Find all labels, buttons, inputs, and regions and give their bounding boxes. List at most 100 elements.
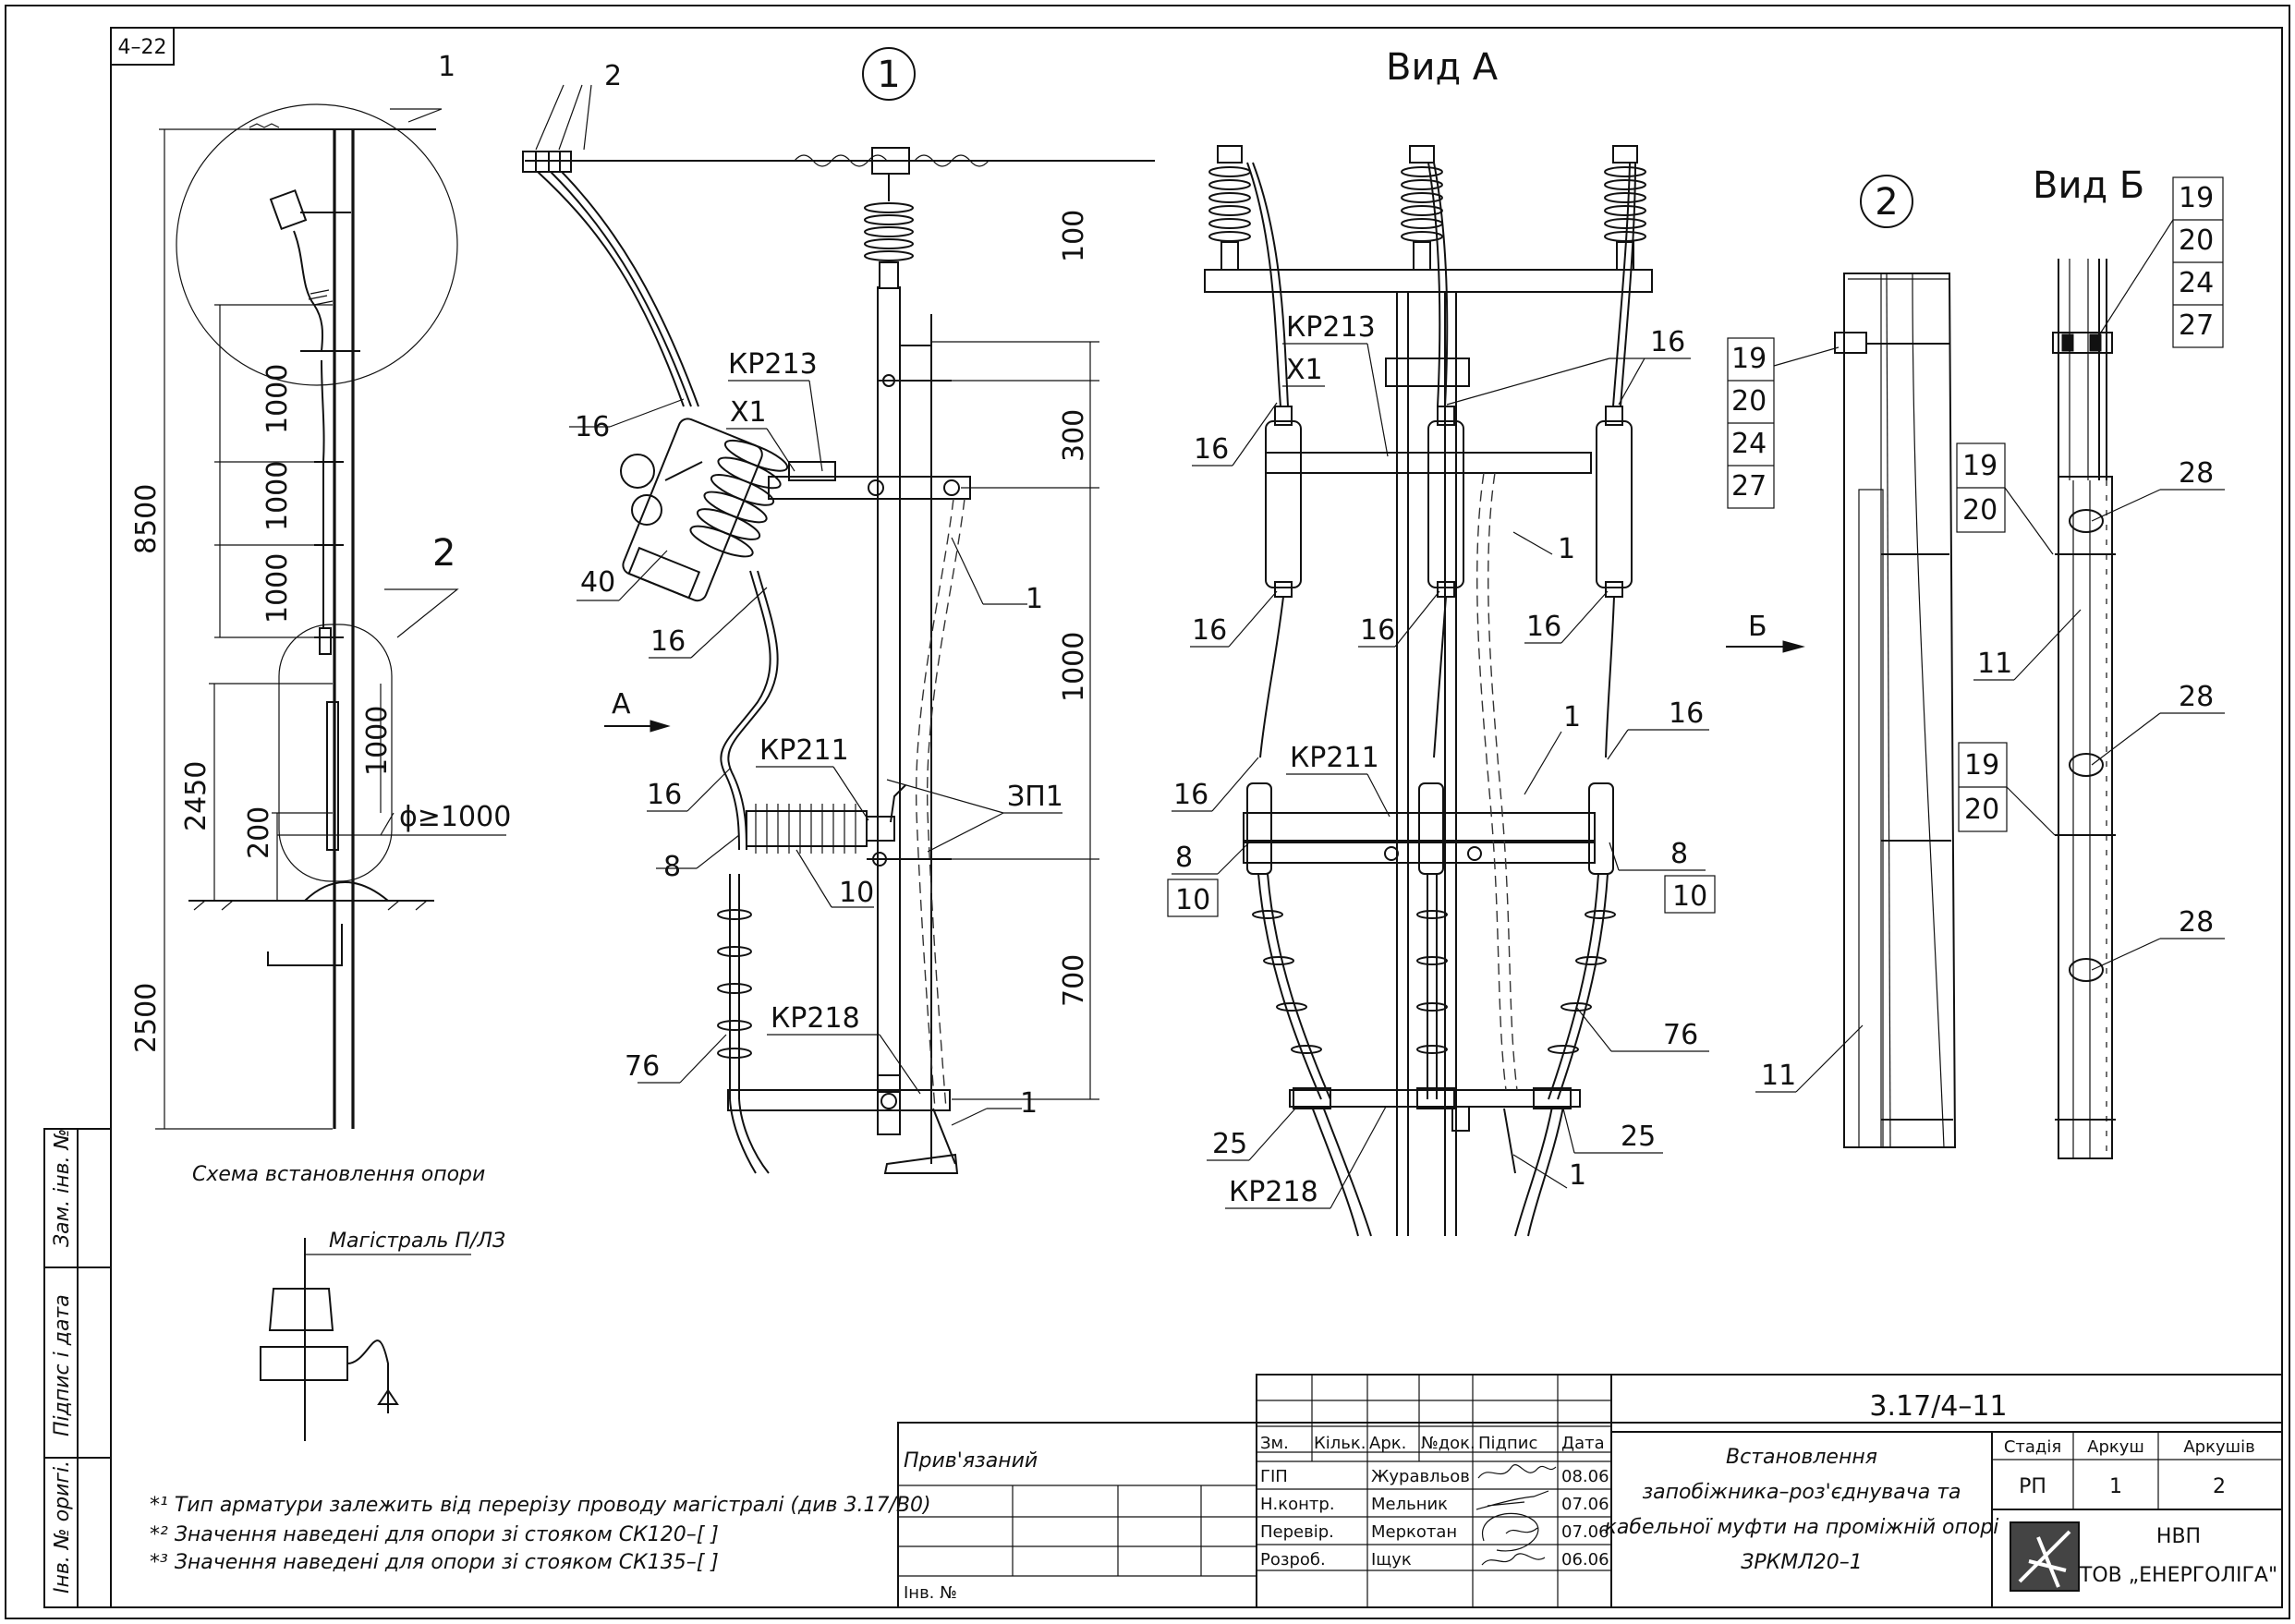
tb-date-2: 07.06 xyxy=(1561,1522,1609,1542)
title-block: Прив'язаний Інв. № Зм. Кільк. Арк. №док.… xyxy=(897,1374,2283,1608)
tb-date-3: 06.06 xyxy=(1561,1550,1609,1569)
tb-title-2: кабельної муфти на проміжній опорі xyxy=(1605,1516,1999,1539)
vb-callout-20-bot: 20 xyxy=(1964,794,1999,826)
company-logo xyxy=(2010,1521,2080,1592)
note-1: *¹ Тип арматури залежить від перерізу пр… xyxy=(150,1494,931,1517)
tb-h-data: Дата xyxy=(1561,1434,1605,1453)
tb-role-0: ГІП xyxy=(1260,1467,1288,1486)
va-callout-76: 76 xyxy=(1663,1019,1698,1051)
vb-callout-20-mid: 20 xyxy=(1962,494,1998,527)
va-callout-10-right: 10 xyxy=(1672,880,1707,913)
d1-dim-700: 700 xyxy=(1058,954,1090,1007)
d1-callout-8: 8 xyxy=(663,851,681,883)
va-kp218: КР218 xyxy=(1229,1176,1318,1208)
d1-kp211: КР211 xyxy=(759,734,849,767)
signature-2 xyxy=(1481,1512,1539,1552)
scheme-dim-200: 200 xyxy=(243,806,275,859)
va-callout-16-c: 16 xyxy=(1192,614,1227,647)
d1-callout-2: 2 xyxy=(604,60,622,92)
view-b: Вид Б 19 20 24 27 19 20 xyxy=(1956,164,2225,1159)
stamp-inv-orig: Інв. № оригі. xyxy=(51,1460,74,1594)
side-stamps: Зам. інв. № Підпис і дата Інв. № оригі. xyxy=(43,1128,112,1608)
tb-name-2: Меркотан xyxy=(1371,1522,1457,1542)
d1-dim-100: 100 xyxy=(1058,210,1090,262)
scheme-dim-8500: 8500 xyxy=(130,484,163,554)
tb-h-zm: Зм. xyxy=(1260,1434,1289,1453)
tb-sheet: 1 xyxy=(2109,1475,2122,1498)
tb-sheet-label: Аркуш xyxy=(2087,1437,2144,1457)
tb-h-pidpys: Підпис xyxy=(1478,1434,1537,1453)
tb-h-kilk: Кільк. xyxy=(1314,1434,1366,1453)
signature-3 xyxy=(1481,1553,1546,1566)
va-callout-25-right: 25 xyxy=(1621,1121,1656,1153)
va-callout-1-a: 1 xyxy=(1558,533,1575,565)
detail-2: 2 19 20 24 27 11 Б xyxy=(1726,175,1957,1148)
d1-callout-16a: 16 xyxy=(575,411,610,443)
vb-callout-28-b: 28 xyxy=(2179,681,2214,713)
vb-callout-28-c: 28 xyxy=(2179,906,2214,939)
scheme-dim-1000-b: 1000 xyxy=(261,461,294,531)
tb-stage: РП xyxy=(2019,1475,2046,1498)
view-a-title: Вид А xyxy=(1386,46,1499,89)
tb-org2: ТОВ „ЕНЕРГОЛІГА" xyxy=(2079,1564,2277,1587)
va-callout-16-e: 16 xyxy=(1526,611,1561,643)
va-callout-8-left: 8 xyxy=(1175,842,1193,874)
scheme-dim-1000-a: 1000 xyxy=(261,364,294,434)
tb-role-2: Перевір. xyxy=(1260,1522,1334,1542)
scheme-dim-2500: 2500 xyxy=(130,983,163,1053)
tb-name-3: Іщук xyxy=(1371,1550,1412,1569)
va-callout-1-c: 1 xyxy=(1569,1159,1586,1192)
va-callout-16-d: 16 xyxy=(1360,614,1395,647)
d1-x1: Х1 xyxy=(730,396,767,429)
vb-callout-20-top: 20 xyxy=(2179,224,2214,257)
tb-name-0: Журавльов xyxy=(1371,1467,1470,1486)
d1-kp218: КР218 xyxy=(771,1002,860,1035)
notes: *¹ Тип арматури залежить від перерізу пр… xyxy=(150,1494,931,1574)
detail2-number: 2 xyxy=(1875,181,1898,224)
d1-kp213: КР213 xyxy=(728,348,818,381)
d1-callout-76: 76 xyxy=(625,1050,660,1083)
view-a: Вид А xyxy=(1167,46,1716,1237)
scheme-phi: ϕ≥1000 xyxy=(399,801,511,833)
vb-callout-28-a: 28 xyxy=(2179,457,2214,490)
signature-1 xyxy=(1475,1490,1549,1510)
tb-doc-code: 3.17/4–11 xyxy=(1869,1390,2007,1423)
d1-callout-1b: 1 xyxy=(1020,1087,1038,1120)
va-kp211: КР211 xyxy=(1290,742,1379,774)
d1-callout-16b: 16 xyxy=(650,625,686,658)
d1-callout-1a: 1 xyxy=(1026,583,1043,615)
view-b-arrow: Б xyxy=(1748,611,1767,643)
tb-inv-no: Інв. № xyxy=(904,1583,957,1603)
vb-callout-27-top: 27 xyxy=(2179,309,2214,342)
vb-callout-19-top: 19 xyxy=(2179,182,2214,214)
stamp-pidpys: Підпис і дата xyxy=(51,1294,74,1436)
tb-stage-label: Стадія xyxy=(2004,1437,2061,1457)
vb-callout-11: 11 xyxy=(1977,648,2012,680)
d1-callout-10: 10 xyxy=(839,877,874,909)
d1-zp1: ЗП1 xyxy=(1007,781,1063,813)
va-callout-16-g: 16 xyxy=(1669,697,1704,730)
vb-callout-24-top: 24 xyxy=(2179,267,2214,299)
tb-role-1: Н.контр. xyxy=(1260,1495,1335,1514)
va-callout-8-right: 8 xyxy=(1670,838,1688,870)
detail-1: 1 2 xyxy=(522,47,1155,1174)
tb-role-3: Розроб. xyxy=(1260,1550,1326,1569)
note-2: *² Значення наведені для опори зі стояко… xyxy=(150,1523,719,1546)
d2-callout-24: 24 xyxy=(1731,428,1767,460)
d1-dim-1000: 1000 xyxy=(1058,632,1090,702)
tb-title-1: запобіжника–роз'єднувача та xyxy=(1642,1481,1961,1504)
tb-title-0: Встановлення xyxy=(1726,1446,1877,1469)
tb-title-3: ЗРКМЛ20–1 xyxy=(1741,1551,1863,1574)
note-3: *³ Значення наведені для опори зі стояко… xyxy=(150,1551,719,1574)
va-x1: Х1 xyxy=(1286,354,1323,386)
scheme-caption: Схема встановлення опори xyxy=(192,1163,485,1186)
scheme-callout-2: 2 xyxy=(432,532,455,575)
tb-sheets: 2 xyxy=(2213,1475,2226,1498)
va-callout-25-left: 25 xyxy=(1212,1128,1247,1160)
line-inset: Магістраль П/ЛЗ xyxy=(260,1230,505,1441)
d1-callout-16c: 16 xyxy=(647,779,682,811)
vb-callout-19-mid: 19 xyxy=(1962,450,1998,482)
tb-sheets-label: Аркушів xyxy=(2183,1437,2254,1457)
scheme-dim-2450: 2450 xyxy=(180,761,212,831)
